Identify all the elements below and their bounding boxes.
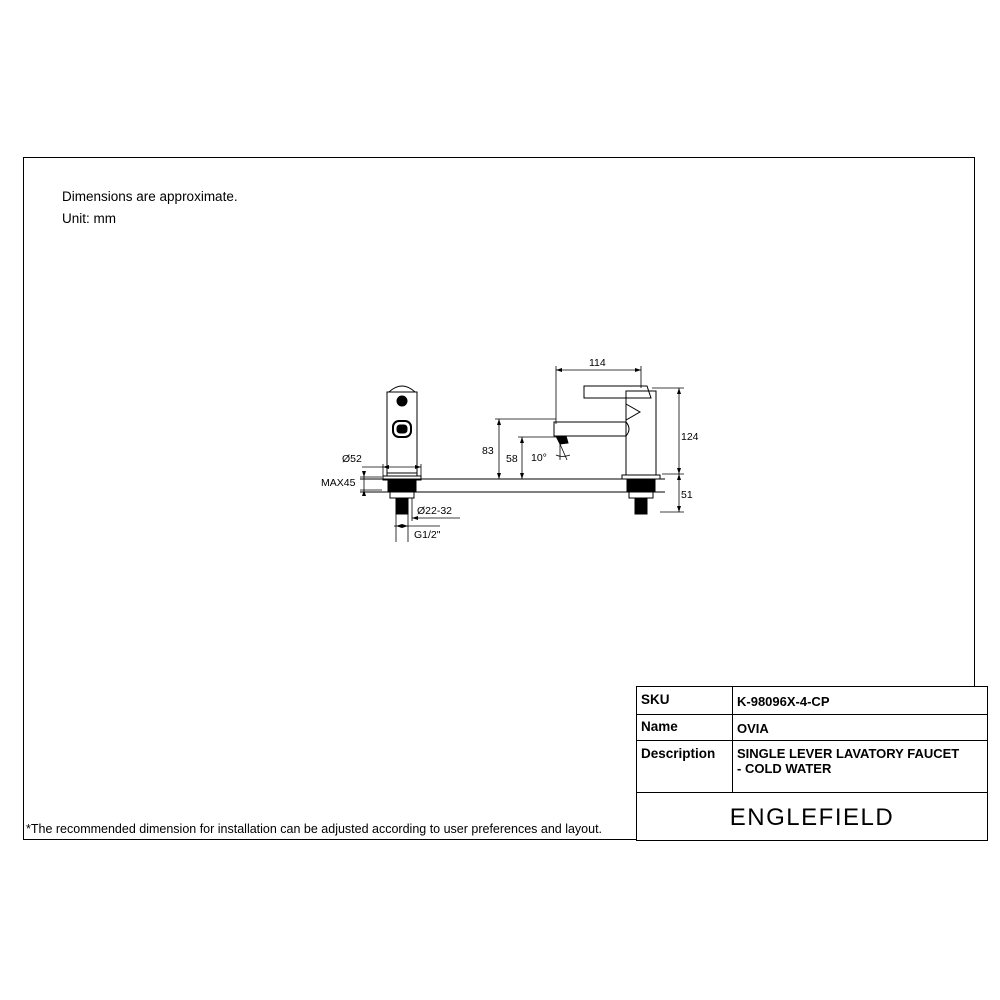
front-lever bbox=[392, 420, 412, 438]
note-unit: Unit: mm bbox=[62, 211, 116, 226]
spout-aerator bbox=[555, 435, 569, 445]
front-indicator-dot bbox=[396, 395, 408, 407]
side-lever bbox=[583, 385, 652, 399]
title-block: SKU K-98096X-4-CP Name OVIA Description … bbox=[636, 686, 988, 841]
side-body bbox=[625, 390, 657, 476]
sku-label: SKU bbox=[641, 692, 670, 707]
drawing-border bbox=[23, 157, 975, 840]
side-threaded-shank bbox=[634, 497, 648, 515]
dim-hole-diameter: Ø22-32 bbox=[417, 505, 452, 517]
side-base-flange bbox=[621, 474, 661, 480]
installation-footnote: *The recommended dimension for installat… bbox=[26, 822, 603, 836]
title-row-name: Name OVIA bbox=[637, 715, 987, 741]
side-view bbox=[553, 385, 661, 515]
dim-below-deck-51: 51 bbox=[681, 489, 693, 501]
front-view bbox=[382, 385, 422, 515]
title-row-description: Description SINGLE LEVER LAVATORY FAUCET… bbox=[637, 741, 987, 793]
brand-logo: ENGLEFIELD bbox=[729, 803, 895, 831]
front-threaded-shank bbox=[395, 497, 409, 515]
side-washer bbox=[628, 491, 654, 499]
side-nut bbox=[626, 479, 656, 493]
dim-height-83: 83 bbox=[482, 445, 494, 457]
dim-max-thickness: MAX45 bbox=[321, 477, 356, 489]
dim-angle-10: 10° bbox=[531, 452, 547, 464]
description-value: SINGLE LEVER LAVATORY FAUCET - COLD WATE… bbox=[737, 746, 960, 776]
dim-height-124: 124 bbox=[681, 431, 699, 443]
front-washer bbox=[389, 491, 415, 499]
name-label: Name bbox=[641, 719, 678, 734]
dim-width-114: 114 bbox=[589, 357, 606, 369]
front-nut bbox=[387, 479, 417, 493]
dim-base-diameter: Ø52 bbox=[342, 453, 362, 465]
sku-value: K-98096X-4-CP bbox=[737, 694, 830, 709]
dim-thread: G1/2" bbox=[414, 529, 441, 541]
side-spout bbox=[553, 421, 630, 437]
note-approximate: Dimensions are approximate. bbox=[62, 189, 238, 204]
title-row-sku: SKU K-98096X-4-CP bbox=[637, 687, 987, 715]
dim-height-58: 58 bbox=[506, 453, 518, 465]
description-label: Description bbox=[641, 746, 716, 761]
name-value: OVIA bbox=[737, 721, 769, 736]
